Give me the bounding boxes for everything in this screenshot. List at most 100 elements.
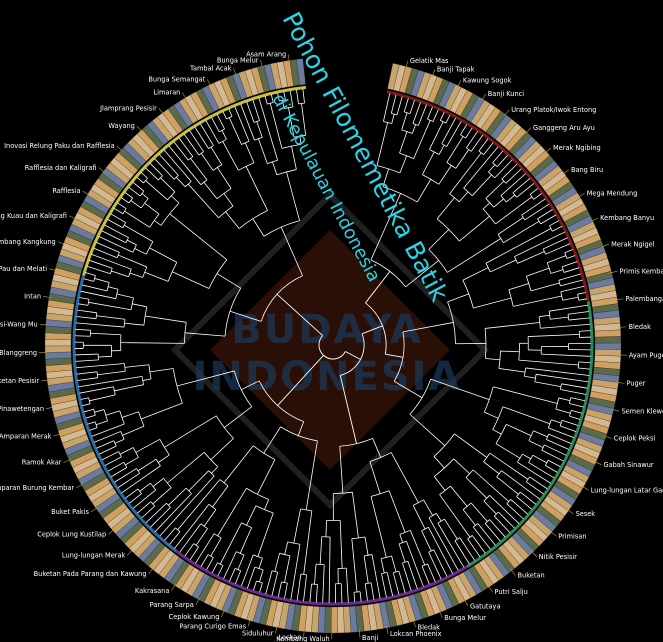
branch-edge [217, 167, 232, 189]
branch-edge [470, 502, 488, 522]
branch-edge [184, 332, 226, 337]
branch-arc [198, 151, 204, 156]
branch-arc [440, 120, 447, 124]
branch-arc [140, 198, 149, 209]
branch-arc [441, 143, 447, 147]
branch-edge [439, 112, 445, 121]
branch-arc [467, 535, 473, 540]
branch-edge [328, 536, 331, 603]
branch-edge [409, 100, 415, 114]
label-leader [41, 379, 50, 382]
branch-arc [497, 234, 504, 243]
branch-edge [274, 553, 280, 572]
branch-edge [409, 413, 446, 447]
branch-arc [485, 263, 491, 273]
branch-edge [428, 229, 450, 250]
branch-edge [345, 351, 361, 360]
branch-edge [524, 203, 550, 221]
branch-arc [483, 386, 494, 413]
branch-edge [299, 136, 302, 145]
branch-edge [340, 583, 343, 603]
branch-edge [500, 350, 520, 353]
branch-edge [179, 523, 202, 553]
branch-edge [568, 311, 589, 315]
branch-edge [560, 285, 585, 293]
branch-edge [82, 403, 91, 407]
branch-arc [454, 537, 460, 542]
leaf-label: Gabah Sinawur [603, 461, 653, 469]
label-leader [439, 610, 443, 619]
branch-edge [217, 565, 224, 577]
branch-edge [558, 273, 582, 281]
branch-arc [263, 220, 300, 237]
branch-edge [241, 380, 260, 391]
branch-edge [432, 109, 439, 122]
branch-arc [113, 440, 117, 447]
branch-edge [496, 154, 509, 168]
branch-edge [152, 487, 172, 505]
branch-arc [137, 488, 142, 494]
branch-edge [314, 564, 317, 585]
leaf-label: Semen Klewer [621, 407, 663, 415]
branch-arc [516, 491, 521, 497]
branch-edge [80, 290, 116, 300]
branch-edge [428, 552, 442, 580]
branch-arc [568, 397, 572, 404]
leaf-label: Parang Sarpa [150, 601, 194, 609]
branch-edge [271, 572, 279, 596]
branch-edge [189, 130, 204, 152]
branch-edge [76, 316, 97, 320]
branch-edge [225, 211, 240, 229]
branch-edge [170, 195, 180, 204]
branch-edge [75, 328, 91, 331]
branch-edge [501, 470, 541, 500]
branch-edge [376, 122, 388, 166]
branch-arc [280, 426, 318, 442]
branch-edge [81, 284, 108, 292]
branch-edge [94, 409, 105, 413]
branch-edge [571, 409, 582, 414]
branch-arc [253, 445, 276, 460]
branch-edge [264, 95, 268, 105]
leaf-label: Dewi Hsi-Wang Mu [0, 321, 38, 329]
branch-edge [552, 225, 563, 232]
branch-arc [132, 244, 137, 253]
branch-edge [471, 174, 492, 196]
label-leader [594, 461, 602, 466]
branch-edge [110, 467, 128, 478]
pattern-swatch [331, 606, 338, 634]
branch-edge [516, 182, 535, 198]
label-leader [63, 459, 71, 463]
branch-edge [114, 438, 125, 444]
branch-edge [510, 499, 529, 515]
branch-arc [166, 502, 171, 508]
branch-edge [89, 427, 98, 431]
label-leader [604, 435, 612, 439]
branch-edge [158, 154, 179, 176]
branch-edge [121, 411, 139, 418]
branch-edge [398, 571, 406, 593]
branch-arc [525, 276, 532, 291]
leaf-label: Banji [362, 634, 379, 642]
branch-edge [174, 504, 210, 549]
label-leader [171, 583, 177, 591]
branch-arc [208, 503, 217, 510]
branch-arc [485, 198, 495, 208]
leaf-label: Buketan Pesisir [0, 377, 39, 385]
leaf-label: Ceplok Peksi [614, 435, 656, 443]
branch-edge [223, 193, 234, 207]
branch-edge [533, 193, 543, 200]
label-leader [544, 147, 552, 154]
branch-arc [116, 252, 120, 258]
branch-edge [430, 378, 490, 401]
branch-arc [577, 294, 580, 301]
branch-edge [501, 163, 518, 180]
watermark [170, 190, 490, 510]
branch-arc [549, 225, 553, 232]
branch-edge [79, 386, 114, 394]
branch-edge [96, 242, 120, 253]
branch-arc [271, 570, 278, 573]
pattern-swatch [594, 336, 622, 344]
branch-arc [521, 214, 526, 221]
